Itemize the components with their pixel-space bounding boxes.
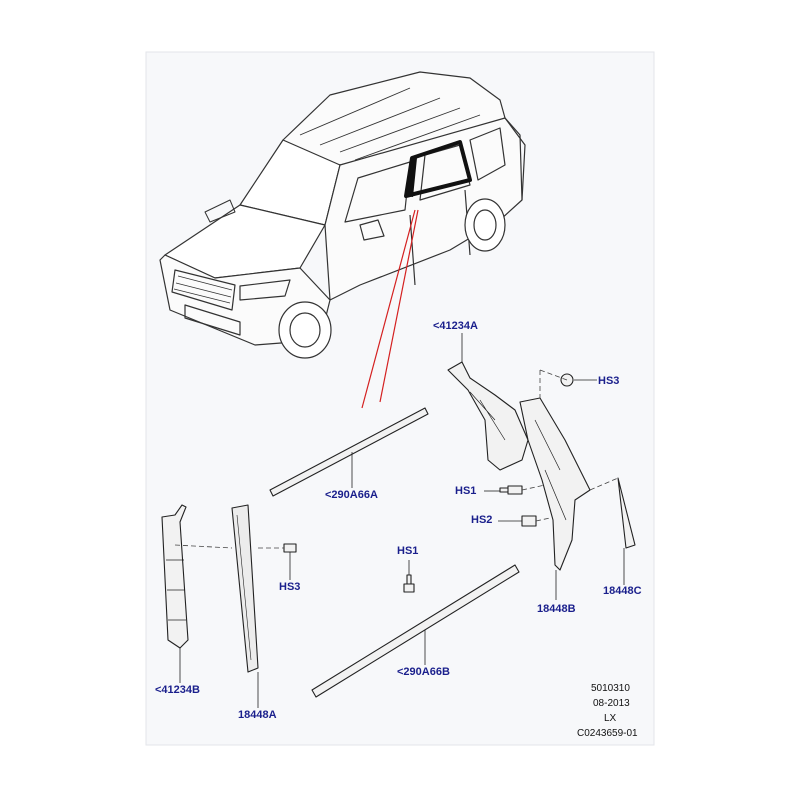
part-41234A: [447, 361, 529, 471]
model-code: LX: [604, 713, 617, 724]
part-290A66A: [269, 407, 429, 497]
illustration-code: C0243659-01: [577, 728, 638, 739]
callout-290A66B: <290A66B: [397, 666, 450, 678]
callout-18448B: 18448B: [537, 603, 576, 615]
callout-290A66A: <290A66A: [325, 489, 378, 501]
parts: [161, 361, 636, 698]
part-hs3-left: [283, 543, 297, 553]
alignment-lines: [174, 369, 619, 549]
red-pointer-lines: [361, 209, 419, 409]
vehicle-illustration: [159, 71, 526, 359]
callout-hs1-upper: HS1: [455, 485, 477, 497]
part-41234B: [161, 504, 189, 649]
leader-lines: [179, 333, 625, 708]
part-18448C: [617, 477, 636, 549]
highlighted-pillar: [406, 158, 417, 197]
callout-41234B: <41234B: [155, 684, 200, 696]
drawing-date: 08-2013: [593, 698, 630, 709]
part-hs2: [521, 515, 537, 527]
callout-hs1-lower: HS1: [397, 545, 419, 557]
callout-hs3-top: HS3: [598, 375, 620, 387]
part-18448B: [519, 397, 591, 571]
drawing-number: 5010310: [591, 683, 630, 694]
part-290A66B: [311, 564, 520, 698]
callout-hs2: HS2: [471, 514, 493, 526]
callout-41234A: <41234A: [433, 320, 478, 332]
part-18448A: [231, 504, 259, 673]
callout-18448A: 18448A: [238, 709, 277, 721]
part-hs1-lower: [403, 574, 415, 593]
callout-18448C: 18448C: [603, 585, 642, 597]
callout-hs3-left: HS3: [279, 581, 301, 593]
